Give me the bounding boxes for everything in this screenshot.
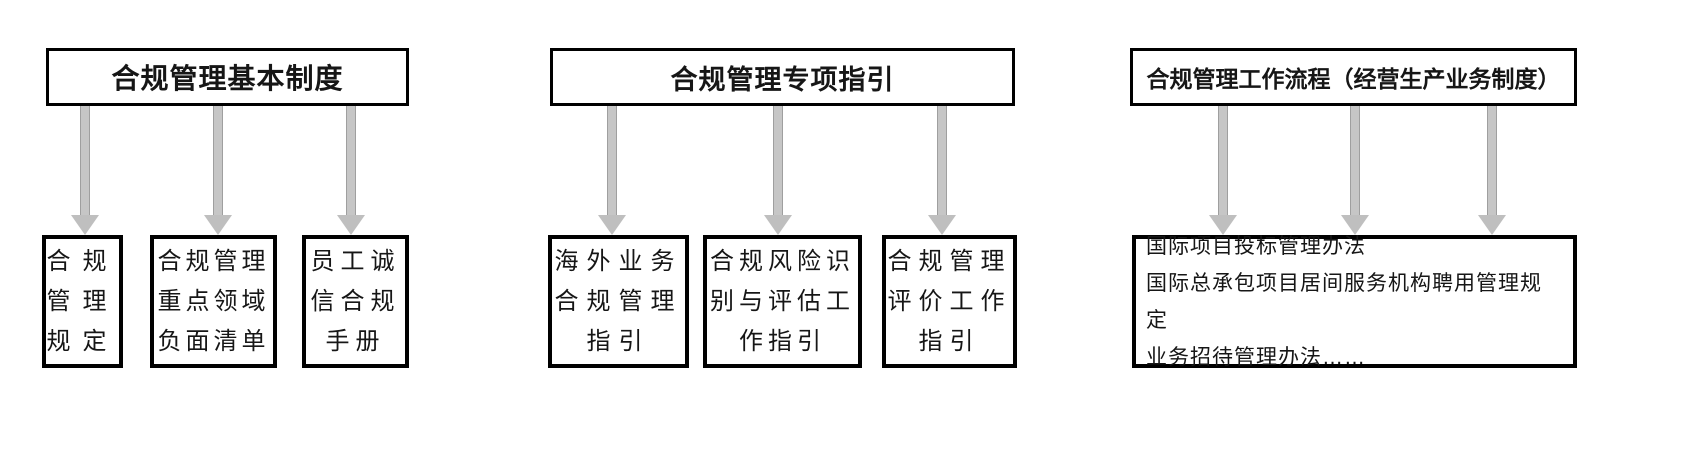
arrow-head (204, 215, 232, 235)
arrow-shaft (773, 106, 783, 215)
down-arrow-icon (928, 106, 956, 235)
leaf-box-evaluation-guideline: 合规管理 评价工作 指引 (882, 235, 1017, 368)
down-arrow-icon (764, 106, 792, 235)
arrow-head (71, 215, 99, 235)
leaf-box-overseas-business-guideline: 海外业务 合规管理 指引 (548, 235, 689, 368)
arrow-head (764, 215, 792, 235)
arrow-shaft (1350, 106, 1360, 215)
leaf-box-compliance-regulations: 合规 管理 规定 (42, 235, 123, 368)
header-box-basic-system: 合规管理基本制度 (46, 48, 409, 106)
arrow-shaft (937, 106, 947, 215)
leaf-box-negative-list: 合规管理 重点领域 负面清单 (150, 235, 277, 368)
down-arrow-icon (204, 106, 232, 235)
leaf-box-business-measures-list: 国际项目投标管理办法 国际总承包项目居间服务机构聘用管理规定 业务招待管理办法…… (1132, 235, 1577, 369)
down-arrow-icon (1209, 106, 1237, 235)
down-arrow-icon (71, 106, 99, 235)
arrow-shaft (213, 106, 223, 215)
arrow-shaft (1218, 106, 1228, 215)
header-box-special-guidelines: 合规管理专项指引 (550, 48, 1015, 106)
arrow-shaft (346, 106, 356, 215)
header-box-work-process: 合规管理工作流程（经营生产业务制度） (1130, 48, 1577, 106)
arrow-shaft (607, 106, 617, 215)
arrow-shaft (80, 106, 90, 215)
down-arrow-icon (1341, 106, 1369, 235)
arrow-head (1341, 215, 1369, 235)
down-arrow-icon (598, 106, 626, 235)
arrow-head (1478, 215, 1506, 235)
arrow-head (598, 215, 626, 235)
down-arrow-icon (337, 106, 365, 235)
arrow-shaft (1487, 106, 1497, 215)
arrow-head (337, 215, 365, 235)
arrow-head (1209, 215, 1237, 235)
leaf-box-risk-identification-guideline: 合规风险识 别与评估工 作指引 (703, 235, 862, 368)
leaf-box-employee-integrity-handbook: 员工诚 信合规 手册 (302, 235, 409, 368)
down-arrow-icon (1478, 106, 1506, 235)
arrow-head (928, 215, 956, 235)
